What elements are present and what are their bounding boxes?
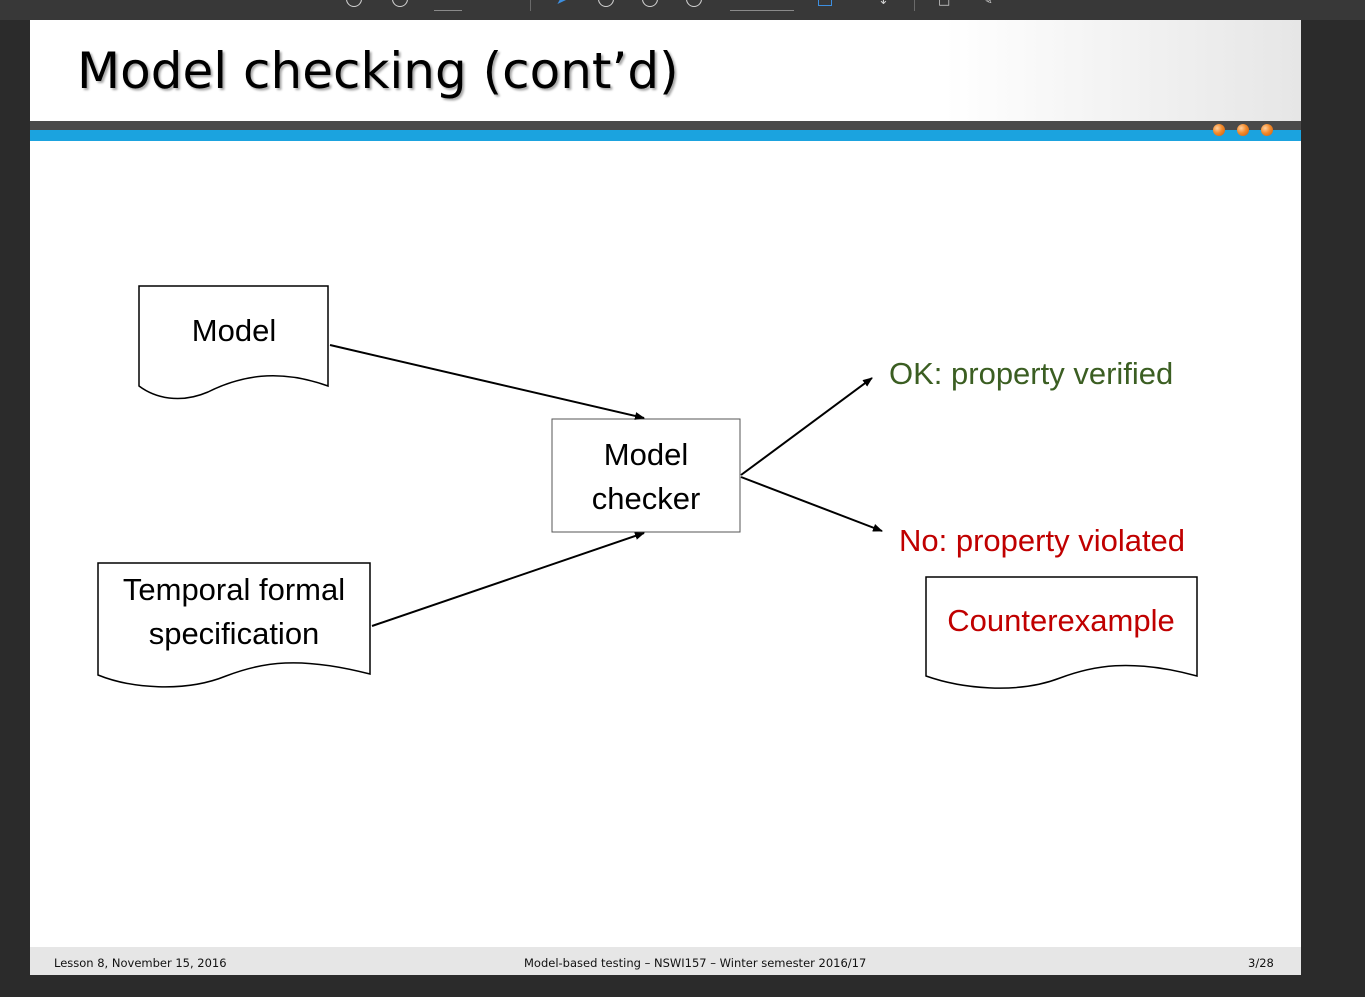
zoom-fit-icon[interactable] xyxy=(686,0,702,7)
title-rule-accent xyxy=(30,130,1301,141)
comment-icon[interactable]: □ xyxy=(938,0,951,8)
footer-lesson-date: Lesson 8, November 15, 2016 xyxy=(54,956,227,970)
spec-document-label-line1: Temporal formal xyxy=(123,572,345,607)
arrow-spec-to-checker xyxy=(371,532,645,627)
title-rule-dark xyxy=(30,121,1301,130)
spec-document-label-line2: specification xyxy=(149,616,320,651)
arrow-checker-to-ok xyxy=(740,377,873,476)
zoom-out-icon[interactable] xyxy=(598,0,614,7)
arrow-checker-to-fail xyxy=(740,476,883,532)
cursor-icon[interactable]: ➤ xyxy=(556,0,567,8)
save-icon[interactable] xyxy=(818,0,832,6)
footer-course: Model-based testing – NSWI157 – Winter s… xyxy=(524,956,867,970)
title-bar: Model checking (cont’d) xyxy=(30,20,1301,121)
page-title: Model checking (cont’d) xyxy=(77,42,679,100)
download-icon[interactable]: ↓ xyxy=(878,0,889,8)
nav-dot-icon[interactable] xyxy=(1237,124,1249,136)
model-checker-label-line2: checker xyxy=(592,481,701,516)
model-checker-box xyxy=(551,418,741,533)
fail-result-label: No: property violated xyxy=(899,523,1185,558)
sign-icon[interactable]: ✎ xyxy=(982,0,993,8)
model-checking-diagram: Model Temporal formal specification Mode… xyxy=(97,285,1198,689)
presentation-slide: Model checking (cont’d) Model Temporal f… xyxy=(30,20,1301,975)
model-document-shape xyxy=(138,285,329,400)
counterexample-document-shape xyxy=(925,576,1198,689)
zoom-in-icon[interactable] xyxy=(642,0,658,7)
page-up-icon[interactable] xyxy=(346,0,362,7)
counterexample-document-label: Counterexample xyxy=(947,603,1174,638)
page-number-input[interactable] xyxy=(434,0,462,11)
spec-document-shape xyxy=(97,562,371,688)
zoom-input[interactable] xyxy=(730,0,794,11)
footer-page-number: 3/28 xyxy=(1248,956,1274,970)
nav-dot-icon[interactable] xyxy=(1261,124,1273,136)
model-checker-label-line1: Model xyxy=(604,437,688,472)
slide-footer: Lesson 8, November 15, 2016 Model-based … xyxy=(30,947,1301,975)
viewer-toolbar: ➤ ↓ □ ✎ xyxy=(0,0,1365,20)
model-document-label: Model xyxy=(192,313,276,348)
page-down-icon[interactable] xyxy=(392,0,408,7)
nav-dot-icon[interactable] xyxy=(1213,124,1225,136)
arrow-model-to-checker xyxy=(329,344,645,420)
ok-result-label: OK: property verified xyxy=(889,356,1173,391)
